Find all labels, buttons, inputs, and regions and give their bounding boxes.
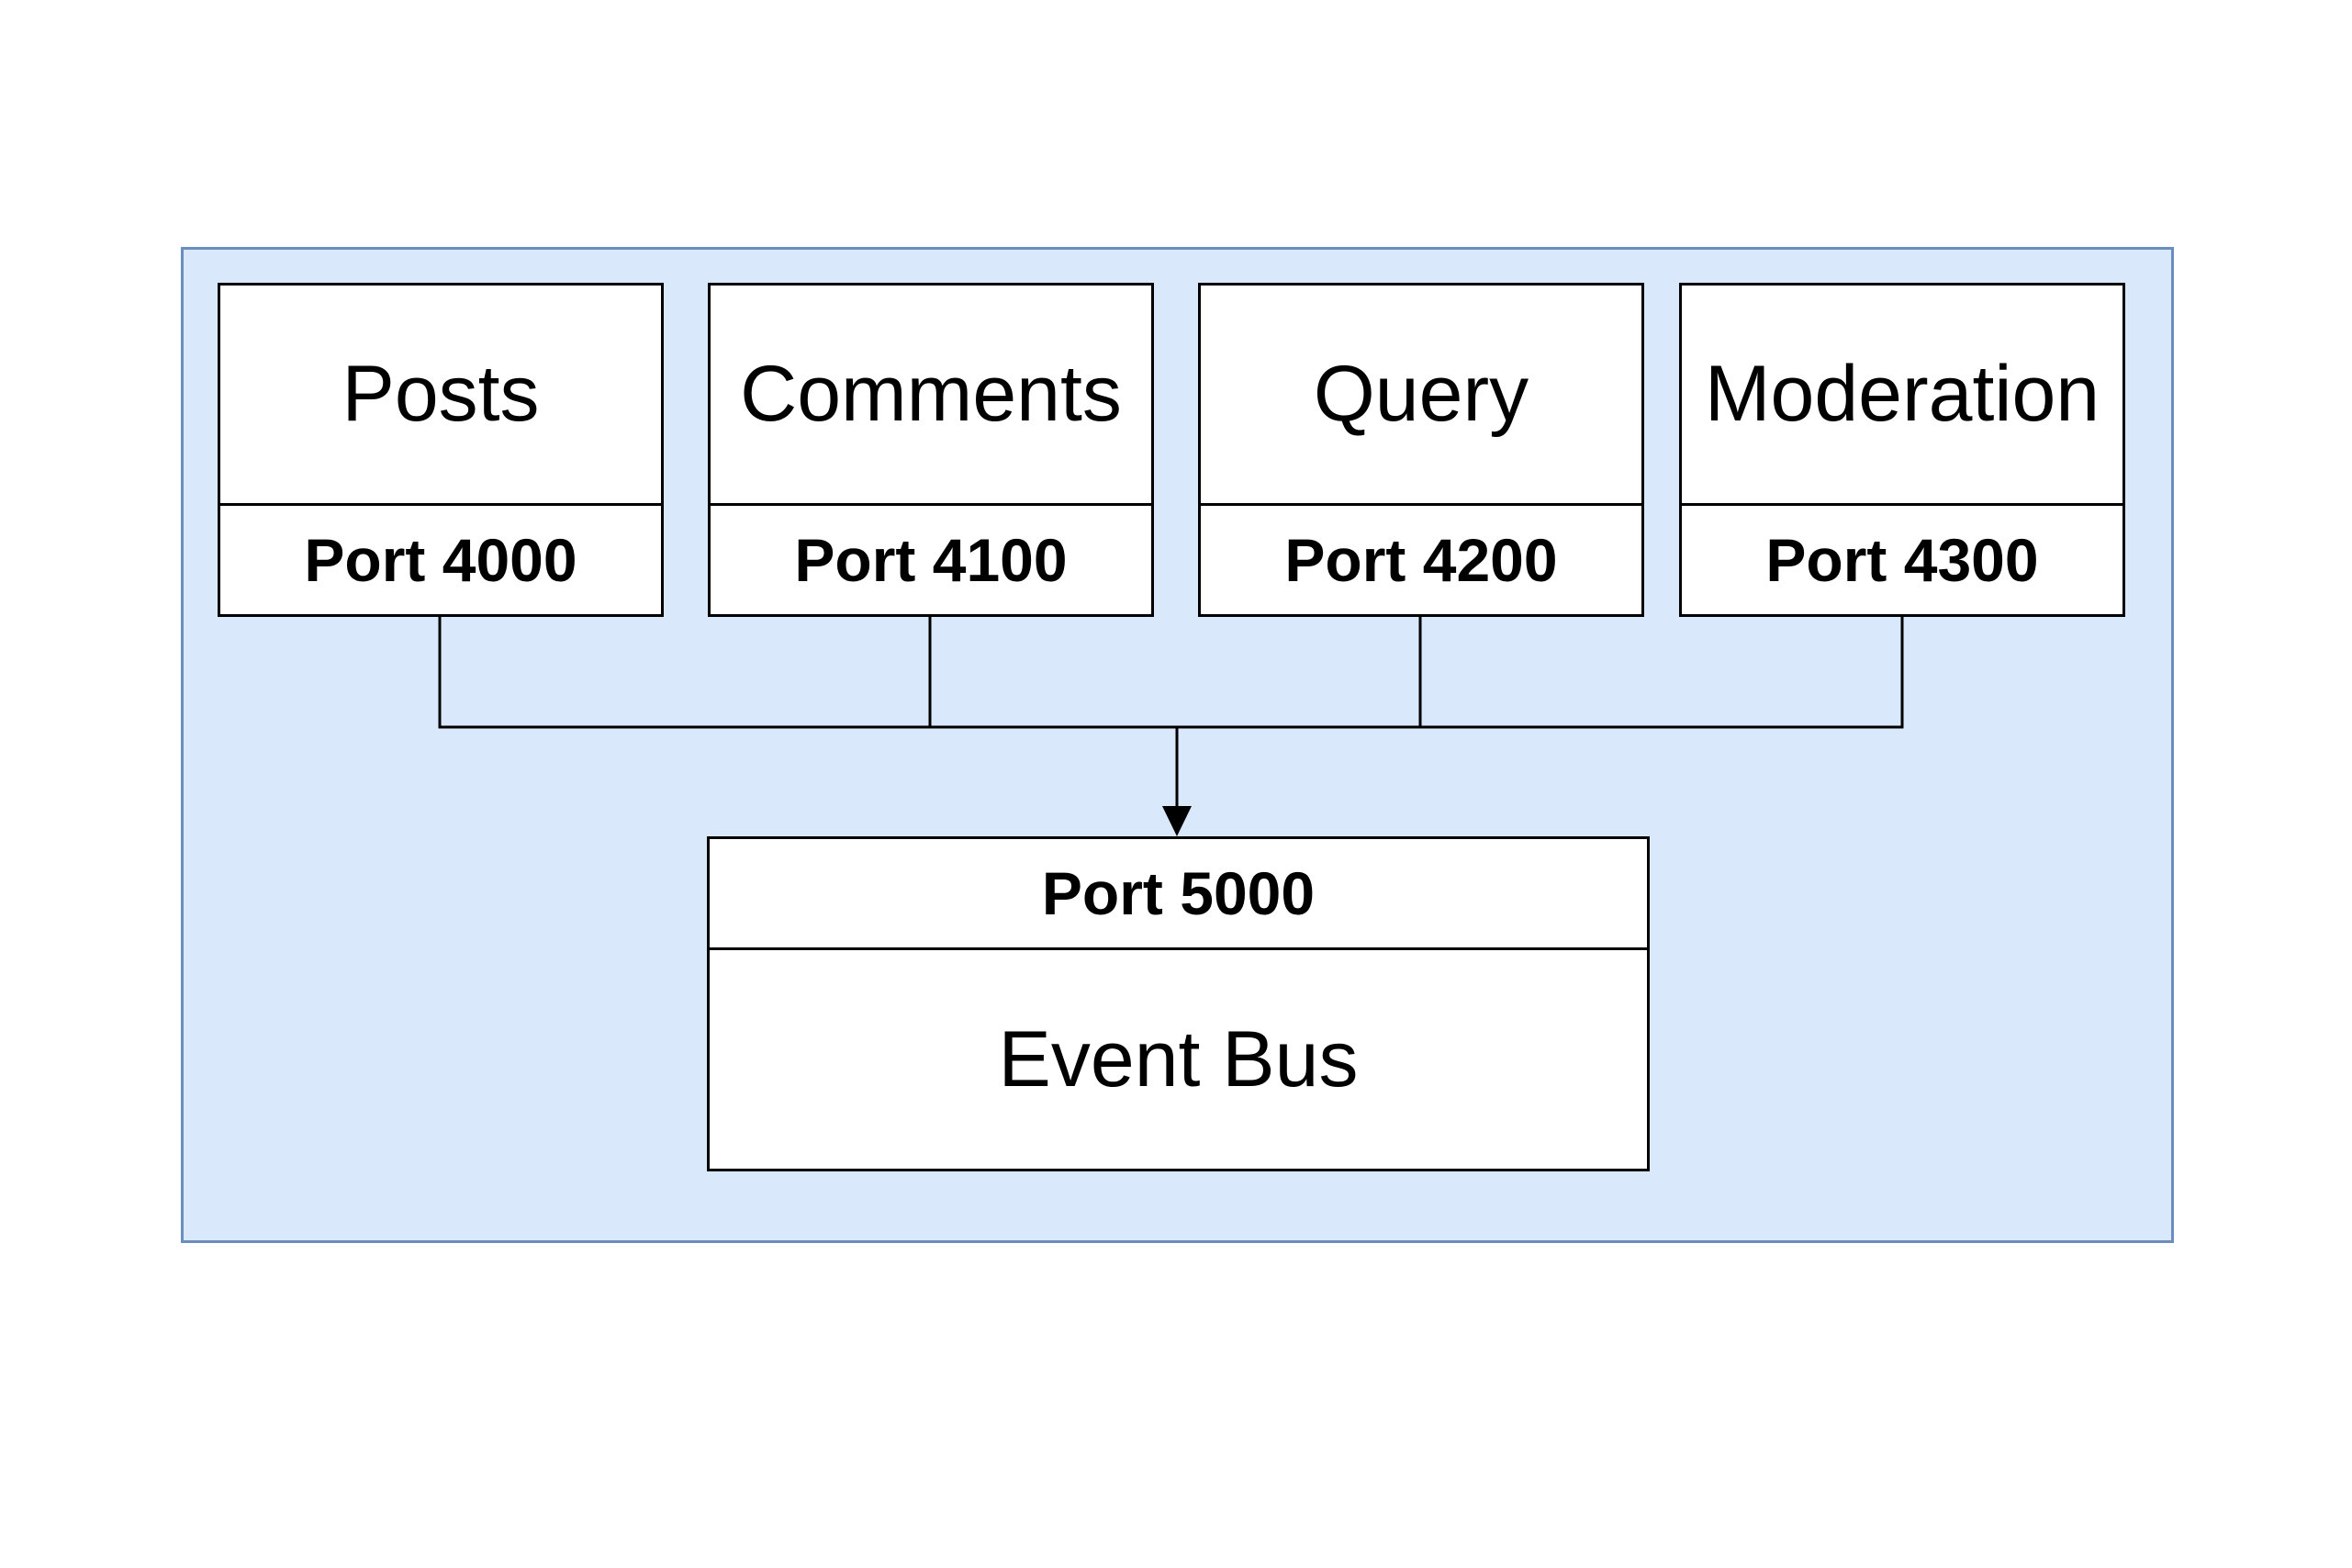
- connector-moderation: [1177, 617, 1904, 729]
- event-bus-name: Event Bus: [998, 1014, 1359, 1103]
- service-name: Comments: [711, 286, 1151, 506]
- service-moderation: Moderation Port 4300: [1679, 283, 2125, 617]
- service-query: Query Port 4200: [1198, 283, 1644, 617]
- event-bus: Port 5000 Event Bus: [707, 836, 1650, 1171]
- service-name: Posts: [220, 286, 661, 506]
- arrowhead-icon: [1162, 806, 1192, 836]
- service-posts: Posts Port 4000: [218, 283, 664, 617]
- service-port: Port 4200: [1284, 526, 1558, 594]
- connector-posts: [438, 617, 1177, 729]
- service-port: Port 4100: [794, 526, 1068, 594]
- service-name: Query: [1201, 286, 1641, 506]
- service-port: Port 4000: [304, 526, 577, 594]
- event-bus-port: Port 5000: [710, 839, 1647, 950]
- service-name: Moderation: [1682, 286, 2122, 506]
- service-port: Port 4300: [1765, 526, 2039, 594]
- service-comments: Comments Port 4100: [708, 283, 1154, 617]
